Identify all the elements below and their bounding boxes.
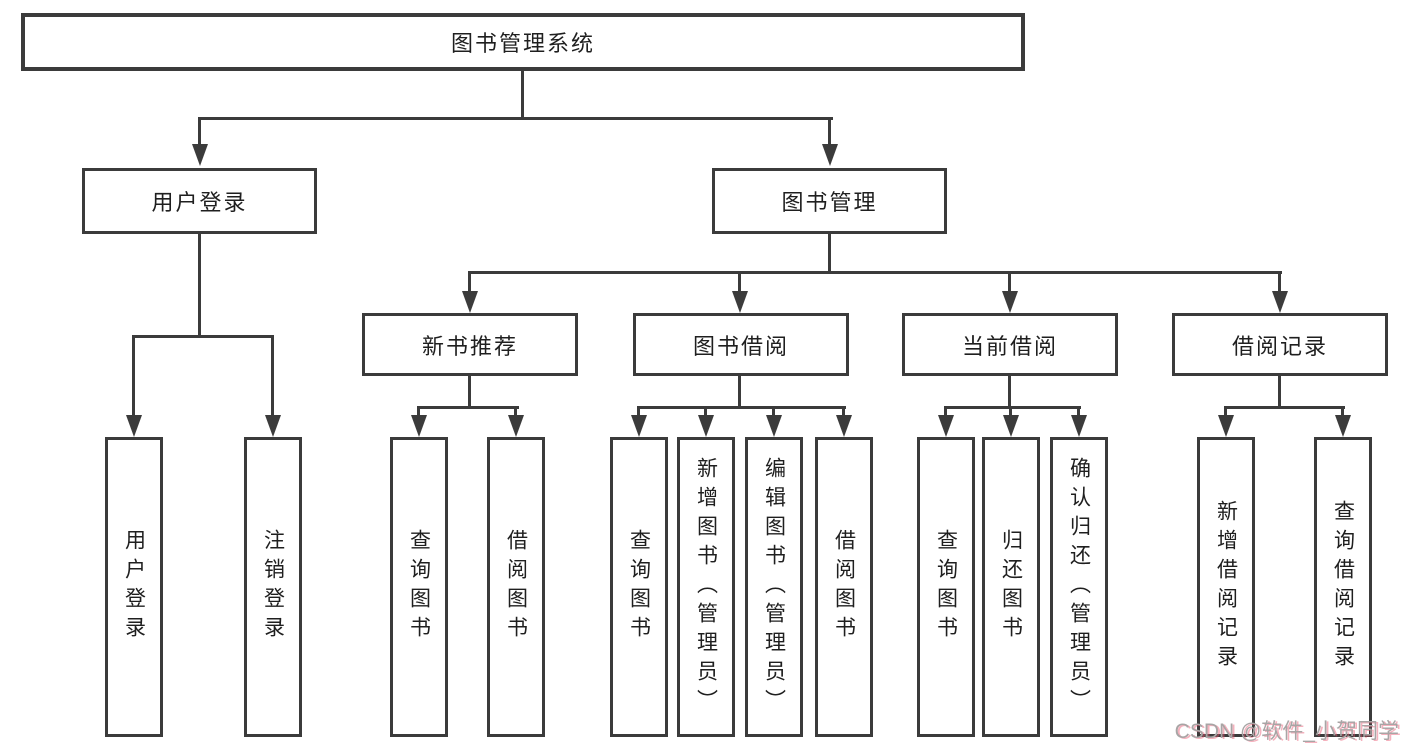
arrow-down-icon <box>508 415 524 437</box>
connector-drop-user-login <box>198 117 201 147</box>
connector-bar <box>417 406 519 409</box>
arrow-down-icon <box>766 415 782 437</box>
arrow-down-icon <box>938 415 954 437</box>
connector-stem <box>1278 376 1281 408</box>
connector-level2-bar <box>198 117 833 120</box>
connector-drop-level3 <box>1278 271 1281 295</box>
connector-drop-leaf <box>271 335 274 420</box>
connector-drop-level3 <box>738 271 741 295</box>
leaf-add-borrow-record: 新增借阅记录 <box>1197 437 1255 737</box>
leaf-edit-book-admin-label: 编辑图书（管理员） <box>762 456 786 718</box>
leaf-borrow-books-2-label: 借阅图书 <box>832 529 856 645</box>
connector-drop-leaf <box>704 406 707 419</box>
leaf-add-book-admin: 新增图书（管理员） <box>677 437 735 737</box>
leaf-user-login-label: 用户登录 <box>122 529 146 645</box>
connector-drop-leaf <box>1341 406 1344 419</box>
connector-drop-leaf <box>514 406 517 419</box>
connector-drop-leaf <box>842 406 845 419</box>
connector-user-login-bar <box>132 335 274 338</box>
arrow-down-icon <box>836 415 852 437</box>
connector-drop-leaf <box>772 406 775 419</box>
connector-stem <box>468 376 471 408</box>
connector-level3-bar <box>468 271 1282 274</box>
node-user-login: 用户登录 <box>82 168 317 234</box>
connector-drop-leaf <box>1009 406 1012 419</box>
arrow-down-icon <box>698 415 714 437</box>
arrow-down-icon <box>1218 415 1234 437</box>
node-root: 图书管理系统 <box>21 13 1025 71</box>
arrow-down-icon <box>462 291 478 313</box>
node-new-book-recommend-label: 新书推荐 <box>421 333 518 359</box>
node-book-borrowing: 图书借阅 <box>633 313 849 376</box>
node-current-borrowing: 当前借阅 <box>902 313 1118 376</box>
leaf-query-books-3: 查询图书 <box>917 437 975 737</box>
leaf-query-books-2: 查询图书 <box>610 437 668 737</box>
leaf-query-borrow-record: 查询借阅记录 <box>1314 437 1372 737</box>
leaf-return-book-label: 归还图书 <box>999 529 1023 645</box>
connector-drop-level3 <box>1008 271 1011 295</box>
leaf-query-books-1-label: 查询图书 <box>407 529 431 645</box>
arrow-down-icon <box>631 415 647 437</box>
leaf-logout-label: 注销登录 <box>261 529 285 645</box>
node-book-borrowing-label: 图书借阅 <box>692 333 789 359</box>
leaf-user-login: 用户登录 <box>105 437 163 737</box>
connector-drop-leaf <box>1224 406 1227 419</box>
arrow-down-icon <box>411 415 427 437</box>
node-current-borrowing-label: 当前借阅 <box>961 333 1058 359</box>
leaf-return-book: 归还图书 <box>982 437 1040 737</box>
connector-drop-leaf <box>132 335 135 420</box>
connector-drop-leaf <box>1077 406 1080 419</box>
connector-bar <box>944 406 1081 409</box>
connector-drop-book-management <box>828 117 831 147</box>
arrow-down-icon <box>1272 291 1288 313</box>
connector-book-management-stem <box>828 234 831 274</box>
leaf-confirm-return-admin: 确认归还（管理员） <box>1050 437 1108 737</box>
leaf-confirm-return-admin-label: 确认归还（管理员） <box>1067 456 1091 718</box>
leaf-query-books-3-label: 查询图书 <box>934 529 958 645</box>
arrow-down-icon <box>1002 291 1018 313</box>
leaf-edit-book-admin: 编辑图书（管理员） <box>745 437 803 737</box>
connector-drop-level3 <box>468 271 471 295</box>
node-user-login-label: 用户登录 <box>151 190 248 215</box>
leaf-borrow-books-2: 借阅图书 <box>815 437 873 737</box>
connector-drop-leaf <box>637 406 640 419</box>
arrow-down-icon <box>1071 415 1087 437</box>
arrow-down-icon <box>126 415 142 437</box>
leaf-query-books-2-label: 查询图书 <box>627 529 651 645</box>
arrow-down-icon <box>1335 415 1351 437</box>
arrow-down-icon <box>732 291 748 313</box>
node-borrowing-records: 借阅记录 <box>1172 313 1388 376</box>
leaf-borrow-books-1-label: 借阅图书 <box>504 529 528 645</box>
connector-root-stem <box>521 70 524 119</box>
node-root-label: 图书管理系统 <box>450 31 595 56</box>
leaf-borrow-books-1: 借阅图书 <box>487 437 545 737</box>
arrow-down-icon <box>192 144 208 166</box>
connector-stem <box>738 376 741 408</box>
connector-stem <box>1008 376 1011 408</box>
leaf-query-books-1: 查询图书 <box>390 437 448 737</box>
node-borrowing-records-label: 借阅记录 <box>1231 333 1328 359</box>
leaf-add-borrow-record-label: 新增借阅记录 <box>1214 500 1238 674</box>
connector-bar <box>637 406 846 409</box>
arrow-down-icon <box>265 415 281 437</box>
leaf-logout: 注销登录 <box>244 437 302 737</box>
connector-bar <box>1224 406 1345 409</box>
node-book-management: 图书管理 <box>712 168 947 234</box>
arrow-down-icon <box>1003 415 1019 437</box>
arrow-down-icon <box>822 144 838 166</box>
node-book-management-label: 图书管理 <box>781 190 878 215</box>
connector-drop-leaf <box>944 406 947 419</box>
node-new-book-recommend: 新书推荐 <box>362 313 578 376</box>
leaf-add-book-admin-label: 新增图书（管理员） <box>694 456 718 718</box>
leaf-query-borrow-record-label: 查询借阅记录 <box>1331 500 1355 674</box>
connector-user-login-stem <box>198 234 201 338</box>
connector-drop-leaf <box>417 406 420 419</box>
